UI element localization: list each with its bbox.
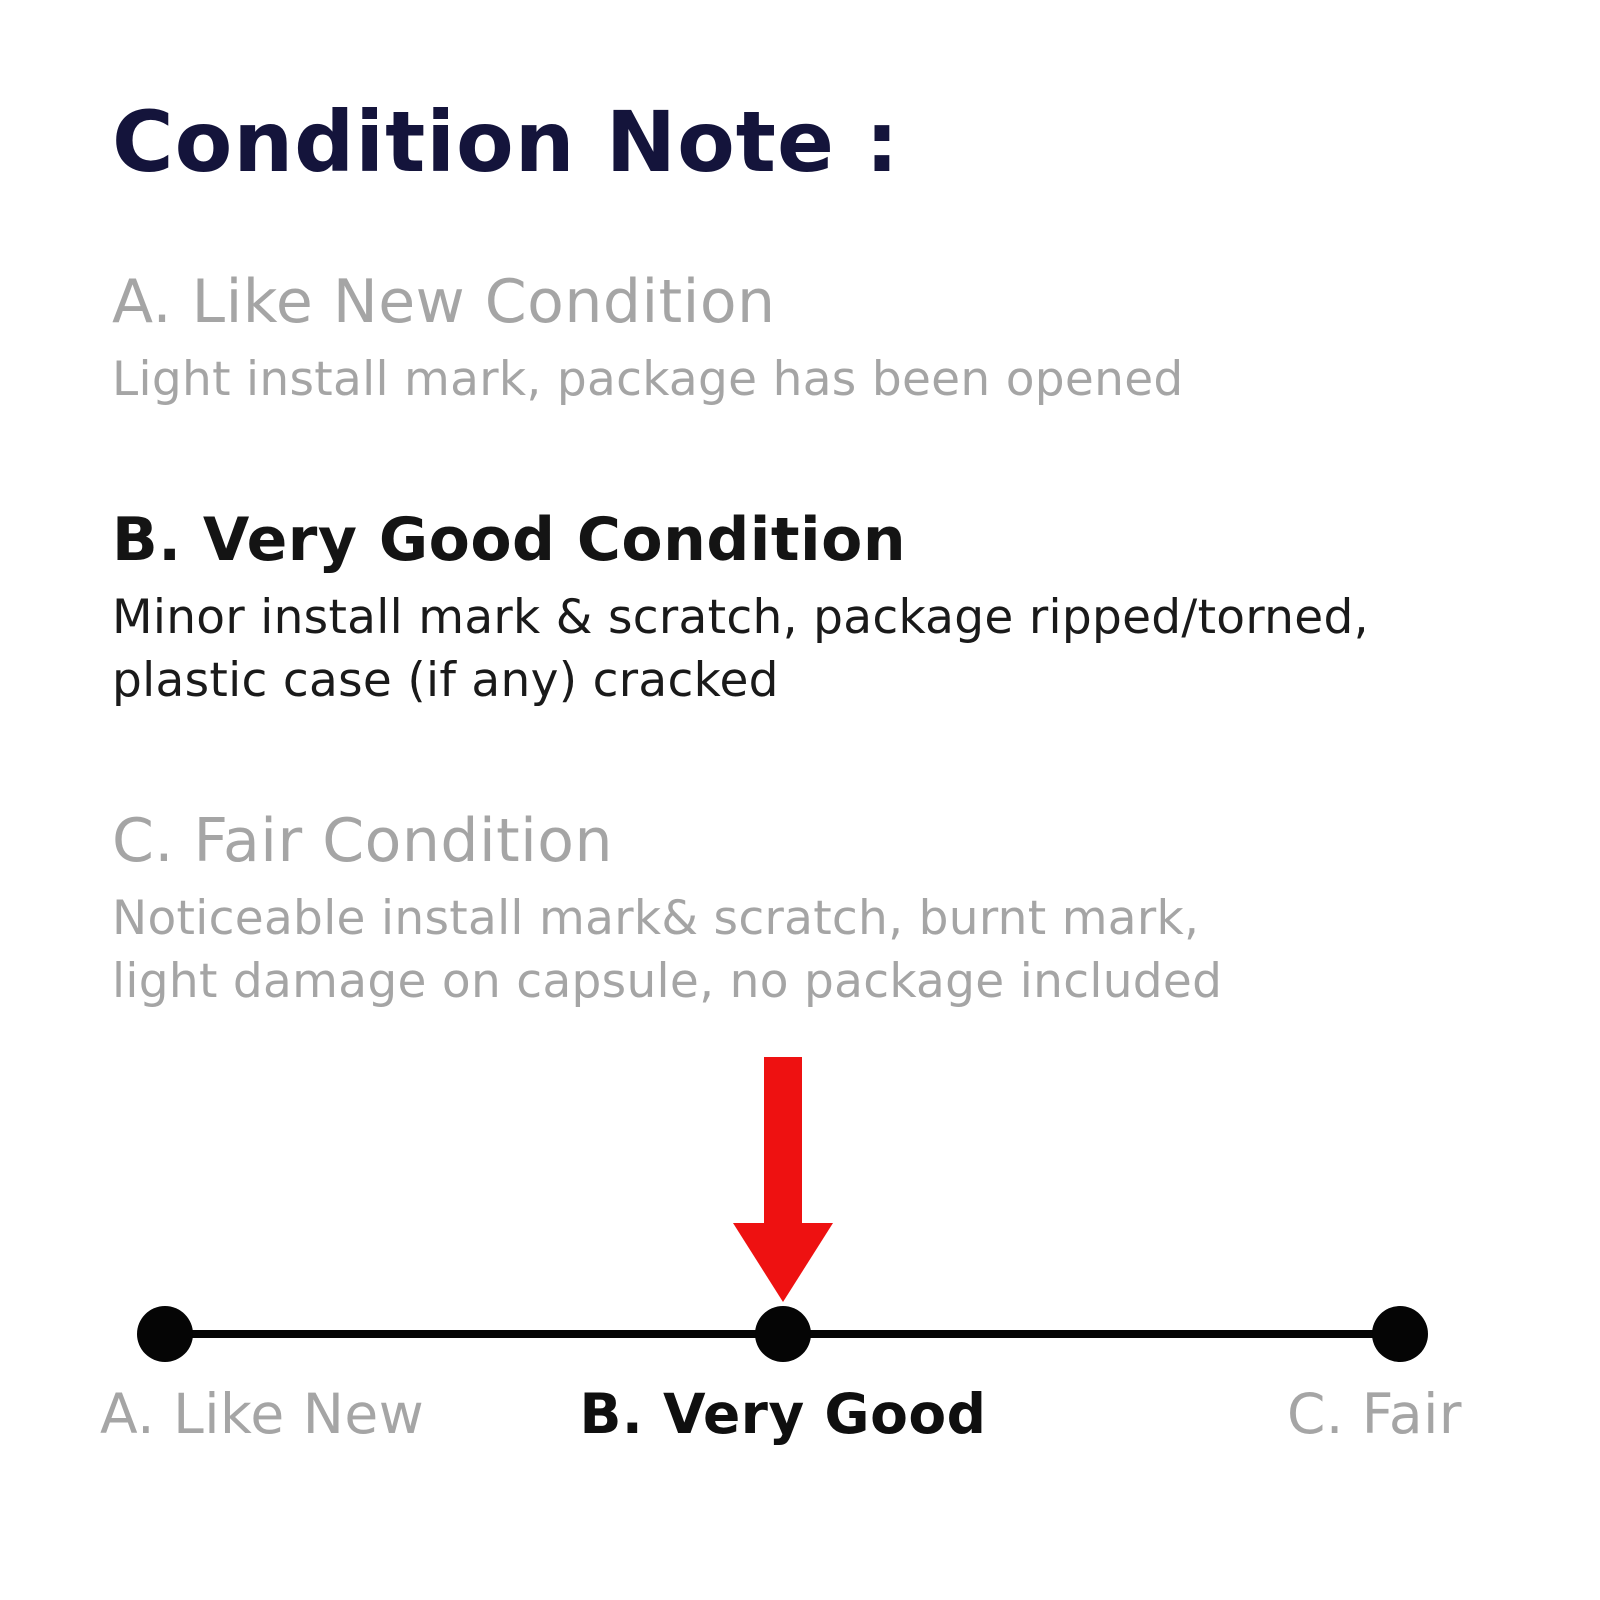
scale-label-fair: C. Fair	[1286, 1382, 1462, 1446]
condition-scale-track	[137, 1306, 1428, 1362]
content-area: Condition Note : A. Like New Condition L…	[112, 0, 1500, 1014]
red-down-arrow-icon	[733, 1057, 833, 1302]
section-heading-like-new: A. Like New Condition	[112, 267, 776, 337]
body-line: light damage on capsule, no package incl…	[112, 953, 1223, 1009]
condition-section-fair: C. Fair Condition Noticeable install mar…	[112, 805, 1500, 1014]
condition-section-like-new: A. Like New Condition Light install mark…	[112, 268, 1500, 412]
body-line: Light install mark, package has been ope…	[112, 352, 1184, 407]
body-line: plastic case (if any) cracked	[112, 652, 779, 708]
body-line: Minor install mark & scratch, package ri…	[112, 589, 1369, 645]
section-body-like-new: Light install mark, package has been ope…	[112, 349, 1500, 412]
page-title: Condition Note :	[112, 93, 900, 191]
section-body-very-good: Minor install mark & scratch, package ri…	[112, 587, 1500, 713]
condition-section-very-good: B. Very Good Condition Minor install mar…	[112, 504, 1500, 713]
scale-dot-very-good	[754, 1306, 811, 1362]
scale-dot-like-new	[137, 1306, 193, 1362]
scale-label-like-new: A. Like New	[100, 1382, 425, 1446]
section-heading-fair: C. Fair Condition	[112, 805, 614, 876]
section-heading-very-good: B. Very Good Condition	[112, 504, 907, 575]
section-body-fair: Noticeable install mark& scratch, burnt …	[112, 888, 1500, 1014]
body-line: Noticeable install mark& scratch, burnt …	[112, 890, 1200, 946]
scale-dot-fair	[1372, 1306, 1428, 1362]
scale-label-very-good: B. Very Good	[579, 1382, 987, 1446]
